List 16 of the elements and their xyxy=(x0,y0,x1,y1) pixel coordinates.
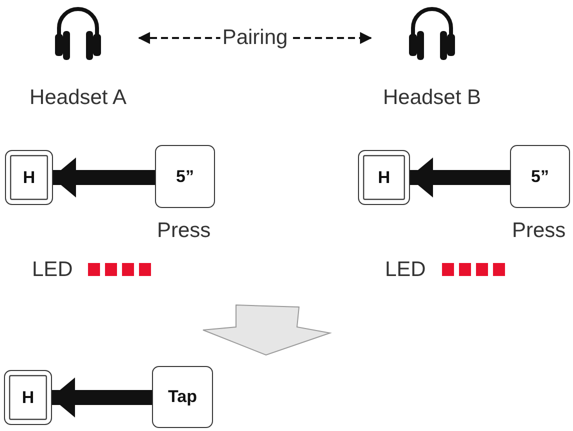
device-label: Headset A xyxy=(28,87,128,108)
led-label: LED xyxy=(385,259,426,280)
press-arrow xyxy=(51,378,152,418)
key-button: H xyxy=(5,150,53,205)
key-button: H xyxy=(4,370,52,425)
edge-label: Pairing xyxy=(220,27,290,48)
key-button: 5” xyxy=(510,145,570,208)
key-button: 5” xyxy=(155,145,215,208)
action-label: Press xyxy=(157,220,211,241)
press-arrow xyxy=(52,158,155,198)
press-arrow xyxy=(409,158,510,198)
action-label: Press xyxy=(512,220,566,241)
key-button: H xyxy=(358,150,410,205)
led-label: LED xyxy=(32,259,73,280)
device-label: Headset B xyxy=(382,87,482,108)
key-button: Tap xyxy=(152,366,213,428)
